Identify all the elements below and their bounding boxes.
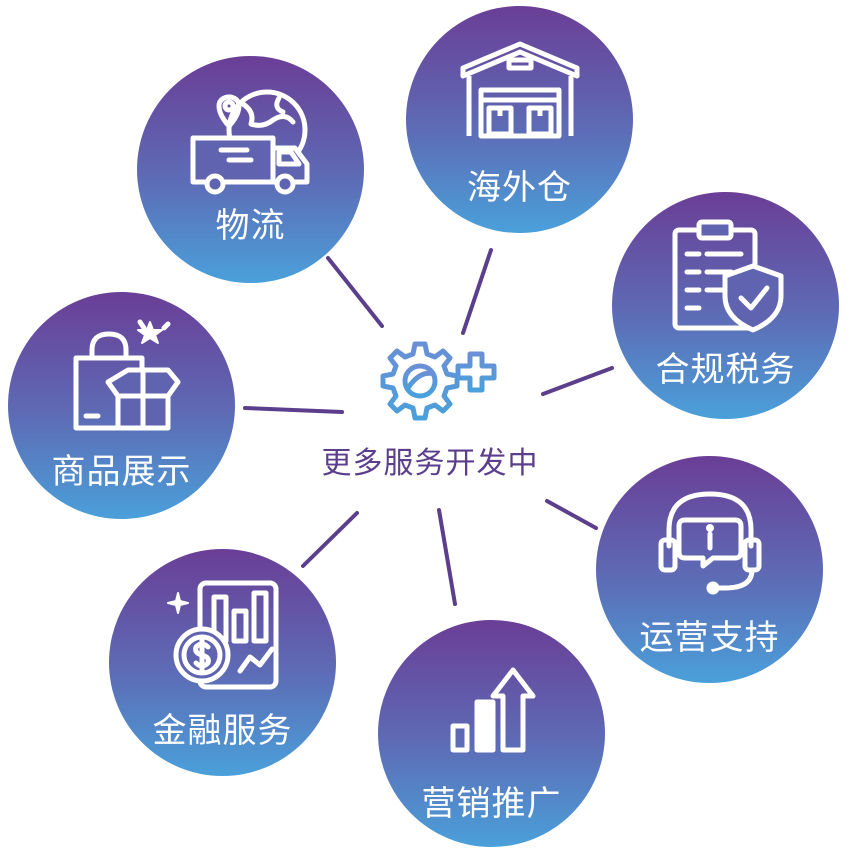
shopping-bag-icon [73, 319, 180, 431]
node-label-overseas-warehouse: 海外仓 [467, 168, 572, 208]
node-logistics[interactable]: 物流 [137, 56, 364, 283]
node-label-operations-support: 运营支持 [639, 618, 780, 658]
connector-product-display [243, 406, 344, 414]
node-product-display[interactable]: 商品展示 [8, 292, 235, 519]
node-financial-services[interactable]: 金融服务 [109, 549, 336, 776]
node-label-logistics: 物流 [215, 206, 286, 246]
node-label-financial-services: 金融服务 [152, 711, 293, 751]
warehouse-icon [460, 41, 579, 139]
node-marketing[interactable]: 营销推广 [378, 620, 605, 847]
connector-overseas-warehouse [461, 248, 493, 335]
connector-operations-support [545, 499, 598, 530]
node-label-product-display: 商品展示 [51, 452, 192, 492]
gear-plus-icon [380, 341, 497, 421]
headset-icon [658, 491, 761, 595]
node-label-marketing: 营销推广 [421, 784, 562, 824]
globe-truck-icon [190, 89, 309, 195]
clipboard-shield-icon [672, 219, 783, 333]
node-label-compliance-tax: 合规税务 [655, 350, 796, 390]
coin-chart-icon [166, 580, 278, 690]
connector-compliance-tax [541, 366, 614, 396]
node-operations-support[interactable]: 运营支持 [596, 456, 823, 683]
connector-financial-services [301, 511, 359, 568]
growth-chart-icon [450, 667, 535, 753]
connector-marketing [437, 508, 457, 606]
connector-logistics [326, 256, 384, 328]
node-overseas-warehouse[interactable]: 海外仓 [406, 6, 633, 233]
node-compliance-tax[interactable]: 合规税务 [612, 192, 839, 419]
center-label: 更多服务开发中 [321, 446, 539, 481]
